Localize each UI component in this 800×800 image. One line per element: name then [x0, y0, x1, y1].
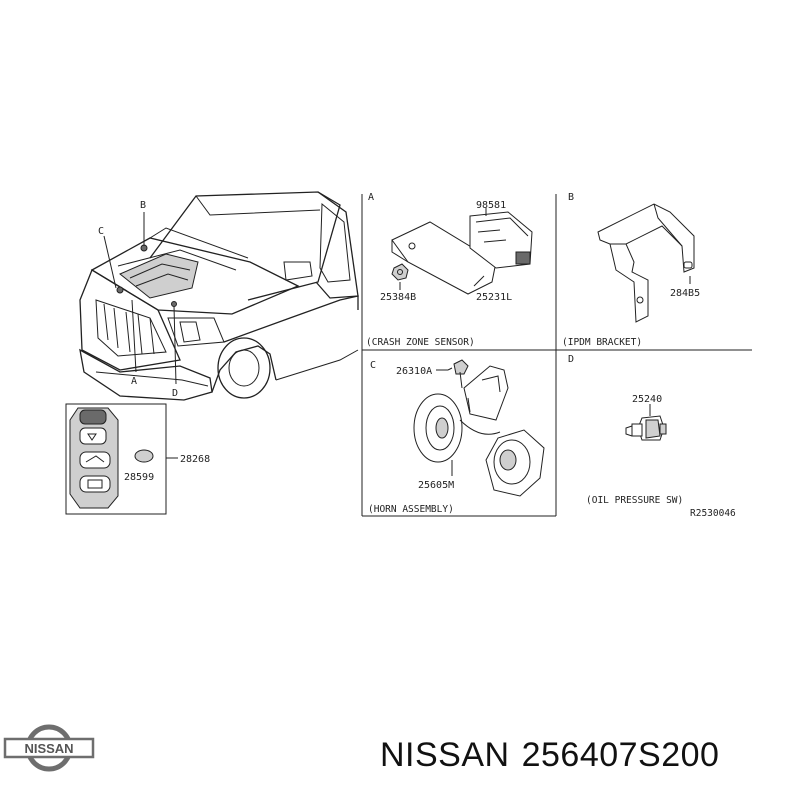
part-title: NISSAN 256407S200	[380, 736, 731, 775]
panel-ipdm-bracket: B	[568, 192, 695, 323]
part-284b5-label: 284B5	[670, 288, 700, 299]
callout-d-label: D	[172, 388, 178, 399]
panel-b-letter: B	[568, 192, 574, 203]
panel-a-caption: (CRASH ZONE SENSOR)	[366, 337, 475, 348]
panel-c-caption: (HORN ASSEMBLY)	[368, 504, 454, 515]
callout-b-label: B	[140, 200, 146, 211]
panel-oil-pressure-switch: D	[568, 354, 667, 441]
part-25240-label: 25240	[632, 394, 662, 405]
panel-crash-zone-sensor: A	[368, 192, 533, 295]
part-25384b-label: 25384B	[380, 292, 416, 303]
panel-grid	[361, 194, 752, 517]
panel-horn-assembly: C	[370, 359, 545, 497]
callout-c-label: C	[98, 226, 104, 237]
part-28268-label: 28268	[180, 454, 210, 465]
panel-d-letter: D	[568, 354, 574, 365]
panel-b-caption: (IPDM BRACKET)	[562, 337, 642, 348]
vehicle-illustration	[79, 191, 359, 401]
part-number: 256407S200	[521, 736, 720, 774]
part-98581-label: 98581	[476, 200, 506, 211]
panel-d-caption: (OIL PRESSURE SW)	[586, 495, 683, 506]
svg-text:NISSAN: NISSAN	[24, 741, 73, 756]
part-28599-label: 28599	[124, 472, 154, 483]
panel-c-letter: C	[370, 360, 376, 371]
remote-key-illustration	[65, 403, 178, 515]
diagram-ref-code: R2530046	[690, 508, 736, 519]
part-25231l-label: 25231L	[476, 292, 512, 303]
manufacturer-name: NISSAN	[380, 736, 510, 774]
part-25605m-label: 25605M	[418, 480, 454, 491]
nissan-logo: NISSAN	[3, 724, 95, 772]
panel-a-letter: A	[368, 192, 374, 203]
callout-a-label: A	[131, 376, 137, 387]
part-26310a-label: 26310A	[396, 366, 432, 377]
